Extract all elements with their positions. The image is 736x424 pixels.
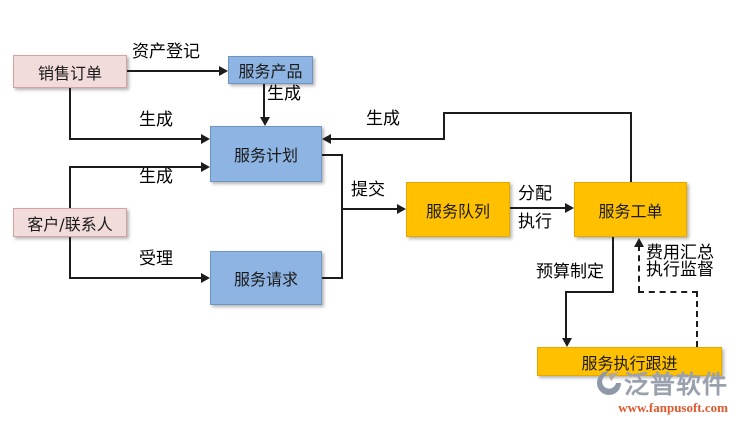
label-generate-customer: 生成 [139,167,173,187]
edge-into-followup [565,291,567,340]
edge-request-stub [322,277,343,279]
edge-dashed-horizontal [638,291,698,293]
arrowhead-into-plan-left1 [201,134,210,144]
arrowhead-into-request [201,273,210,283]
node-service-request: 服务请求 [210,251,322,305]
label-execution-supervision: 执行监督 [646,260,714,280]
arrowhead-into-plan-right [322,134,331,144]
edge-salesorder-down [69,88,71,140]
arrowhead-into-workorder [565,203,574,213]
arrowhead-into-followup [562,338,572,347]
label-generate-feedback: 生成 [366,109,400,129]
edge-product-plan [263,84,265,118]
node-service-follow-up: 服务执行跟进 [537,347,722,376]
node-sales-order: 销售订单 [13,55,127,88]
edge-plan-stub [322,154,343,156]
arrowhead-into-plan-top [260,117,270,126]
label-execute: 执行 [518,212,552,232]
node-service-plan: 服务计划 [210,126,322,182]
arrowhead-into-workorder-bottom [634,238,644,247]
edge-feedback-top [443,112,632,114]
edge-feedback-mid-vertical [443,112,445,140]
label-accept: 受理 [139,249,173,269]
label-generate-product: 生成 [267,84,301,104]
label-assign: 分配 [518,184,552,204]
edge-junction-queue [341,208,398,210]
arrowhead-into-queue [397,204,406,214]
node-service-work-order: 服务工单 [574,182,687,237]
website-url: www.fanpusoft.com [618,400,728,415]
edge-budget-horizontal [565,291,614,293]
edge-feedback-right-vertical [630,112,632,182]
label-submit: 提交 [351,180,385,200]
node-customer-contact: 客户/联系人 [13,208,127,237]
edge-customer-down [69,237,71,279]
edge-feedback-into-plan [330,138,445,140]
edge-junction-vertical [341,154,343,279]
brand-watermark: 泛普软件 www.fanpusoft.com [596,365,728,416]
edge-dashed-up-vertical [638,245,640,292]
logo-text: 泛普软件 [623,370,728,399]
edge-queue-workorder [510,207,566,209]
edge-customer-up [69,166,71,208]
label-generate-sales: 生成 [139,110,173,130]
label-budget-making: 预算制定 [536,262,604,282]
edge-customer-plan [69,166,202,168]
label-asset-registration: 资产登记 [132,42,200,62]
node-service-queue: 服务队列 [406,182,510,237]
edge-customer-request [69,277,202,279]
label-cost-summary: 费用汇总 [646,243,714,263]
arrowhead-into-plan-left2 [201,162,210,172]
edge-dashed-right-vertical [696,291,698,347]
edge-workorder-down [612,237,614,293]
fanpu-logo-icon [596,370,622,396]
edge-salesorder-plan [69,138,202,140]
edge-salesorder-product [127,70,221,72]
node-service-product: 服务产品 [228,56,313,84]
arrowhead-into-product [219,66,228,76]
